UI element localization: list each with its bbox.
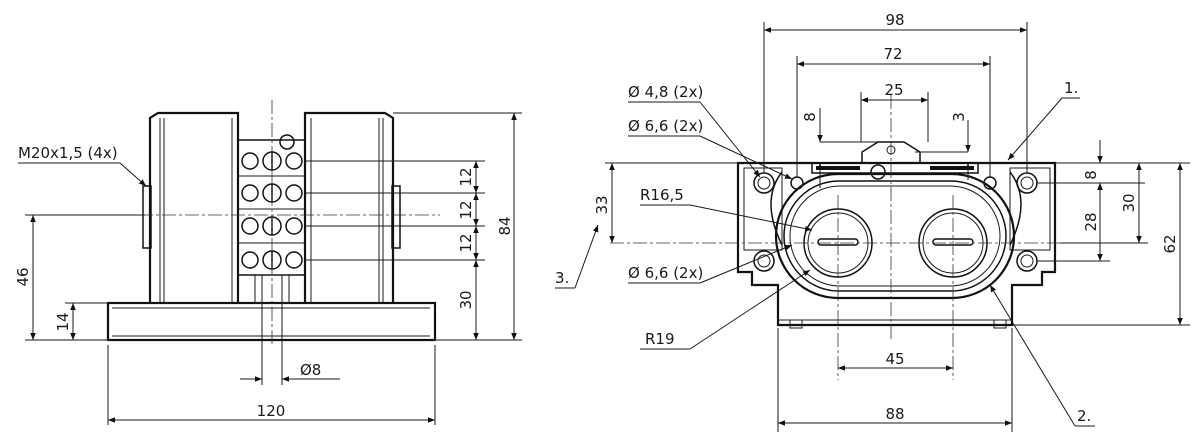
left-view: 120 Ø8 84 30 <box>14 100 522 425</box>
dim-height-8-top: 8 <box>801 108 878 188</box>
dim-height-30: 30 <box>1060 163 1148 244</box>
dim-width-120: 120 <box>107 345 436 425</box>
leader-callout-1: 1. <box>1007 79 1080 161</box>
leader-thread: M20x1,5 (4x) <box>18 144 147 187</box>
dim-height-46: 46 <box>14 214 145 341</box>
dim-30-label: 30 <box>457 290 475 309</box>
dim-height-62: 62 <box>1012 162 1190 326</box>
top-cap <box>811 141 979 174</box>
dim-14-label: 14 <box>54 312 72 331</box>
dim-84-label: 84 <box>496 216 514 235</box>
dim-height-3: 3 <box>915 112 971 180</box>
dim-12b-label: 12 <box>457 200 475 219</box>
terminal-block <box>237 134 306 304</box>
hole-4-8-label: Ø 4,8 (2x) <box>628 83 703 101</box>
dim-height-28: 28 <box>1037 183 1110 262</box>
dim-height-14: 14 <box>54 302 108 340</box>
dim-28-label: 28 <box>1082 212 1100 231</box>
dim-8b-label: 8 <box>1082 170 1100 180</box>
leader-callout-3: 3. <box>555 224 599 289</box>
left-base-plate <box>106 301 437 342</box>
left-housing-right <box>303 111 401 303</box>
hole-6-6-bottom-label: Ø 6,6 (2x) <box>628 264 703 282</box>
dim-30r-label: 30 <box>1120 193 1138 212</box>
dim-120-label: 120 <box>257 402 286 420</box>
dim-88-label: 88 <box>885 405 904 423</box>
dim-3-label: 3 <box>950 112 968 122</box>
leader-hole-6-6-bottom: Ø 6,6 (2x) <box>628 244 793 284</box>
callout-2-label: 2. <box>1077 407 1091 425</box>
callout-1-label: 1. <box>1064 79 1078 97</box>
leader-r16-5: R16,5 <box>640 186 813 232</box>
leader-hole-6-6-top: Ø 6,6 (2x) <box>628 117 793 180</box>
callout-3-label: 3. <box>555 269 569 287</box>
leader-hole-4-8: Ø 4,8 (2x) <box>628 83 761 178</box>
oval-gasket <box>774 172 1016 300</box>
dim-width-45: 45 <box>838 350 953 371</box>
dim-width-98: 98 <box>763 11 1028 173</box>
dim-12c-label: 12 <box>457 233 475 252</box>
left-housing-left <box>142 111 240 303</box>
dim-12a-label: 12 <box>457 167 475 186</box>
dim-height-33: 33 <box>593 162 738 243</box>
right-view: 98 72 25 8 3 <box>555 11 1190 432</box>
dim-width-25: 25 <box>860 81 929 142</box>
r19-label: R19 <box>645 330 675 348</box>
dim-45-label: 45 <box>885 350 904 368</box>
leader-r19: R19 <box>640 269 811 350</box>
dim-width-72: 72 <box>796 45 991 177</box>
dim-33-label: 33 <box>593 195 611 214</box>
leader-callout-2: 2. <box>989 284 1095 427</box>
hole-6-6-top-label: Ø 6,6 (2x) <box>628 117 703 135</box>
dim-8a-label: 8 <box>801 112 819 122</box>
dim-72-label: 72 <box>883 45 902 63</box>
dim-d8-label: Ø8 <box>300 361 321 379</box>
dim-98-label: 98 <box>885 11 904 29</box>
dim-height-84: 84 <box>393 112 522 341</box>
r16-5-label: R16,5 <box>640 186 684 204</box>
thread-label: M20x1,5 (4x) <box>18 144 118 162</box>
dim-62-label: 62 <box>1161 234 1179 253</box>
dim-46-label: 46 <box>14 267 32 286</box>
dim-pitch-12: 12 12 12 <box>305 160 485 260</box>
dim-height-30: 30 <box>305 259 485 340</box>
switch-body <box>736 161 1057 329</box>
dim-25-label: 25 <box>884 81 903 99</box>
dim-width-88: 88 <box>777 328 1013 432</box>
dim-height-8-right: 8 <box>1037 140 1145 205</box>
dim-dia-8: Ø8 <box>240 275 340 385</box>
